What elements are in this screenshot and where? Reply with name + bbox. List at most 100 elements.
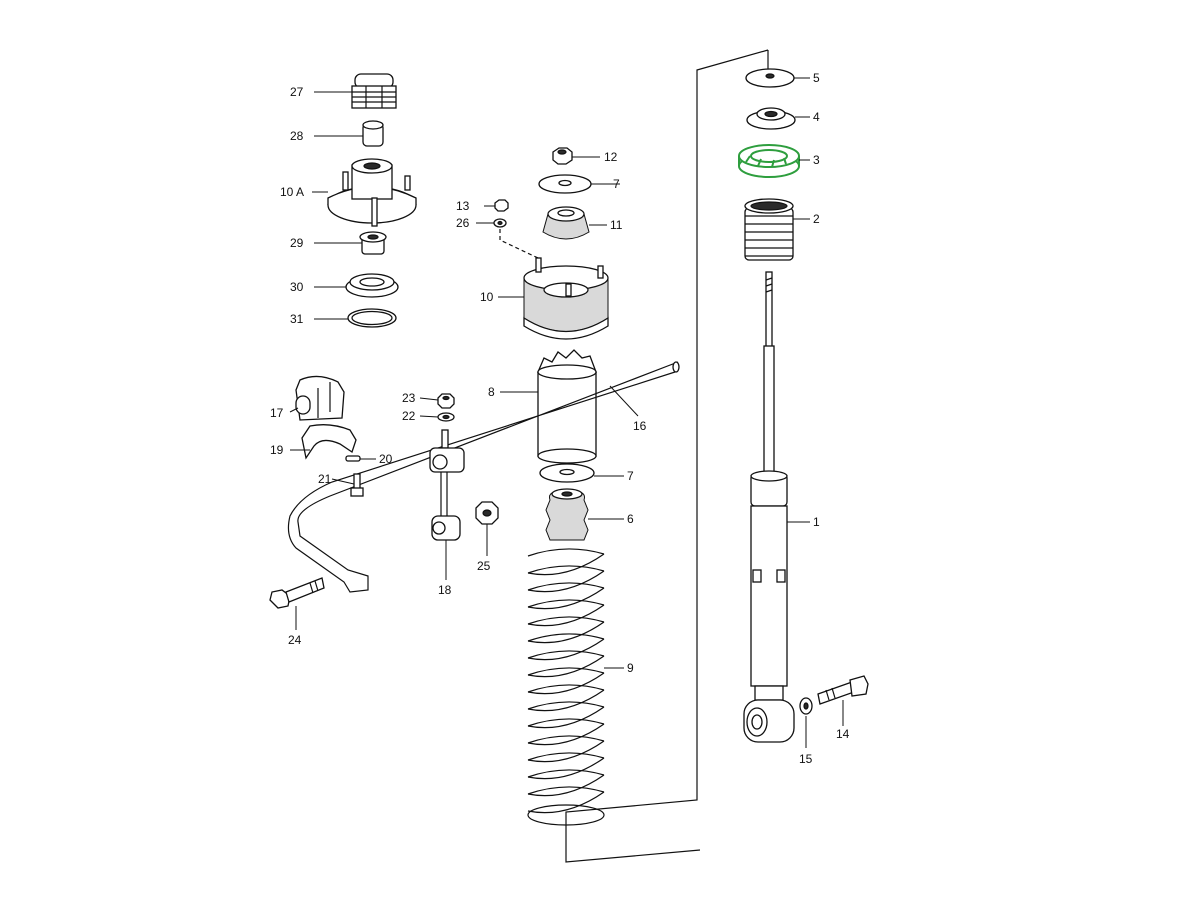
callout-29: 29 bbox=[290, 236, 304, 250]
spring-coil-front bbox=[527, 655, 605, 678]
callout-4: 4 bbox=[813, 110, 820, 124]
callout-31: 31 bbox=[290, 312, 304, 326]
part-8-dust-boot[interactable] bbox=[537, 349, 597, 464]
callout-19: 19 bbox=[270, 443, 284, 457]
spring-coil-back bbox=[527, 633, 605, 642]
spring-coil-back bbox=[527, 599, 605, 608]
spring-coil-back bbox=[527, 650, 605, 659]
spring-coil-back bbox=[527, 684, 605, 693]
part-29-bushing[interactable] bbox=[359, 231, 387, 255]
spring-coil-front bbox=[527, 553, 605, 576]
callout-27: 27 bbox=[290, 85, 304, 99]
callout-8: 8 bbox=[488, 385, 495, 399]
callout-24: 24 bbox=[288, 633, 302, 647]
part-4-cup-washer[interactable] bbox=[746, 107, 796, 130]
part-22-washer[interactable] bbox=[437, 412, 455, 422]
callout-15: 15 bbox=[799, 752, 813, 766]
callout-28: 28 bbox=[290, 129, 304, 143]
callout-5: 5 bbox=[813, 71, 820, 85]
part-7-lower-washer[interactable] bbox=[539, 463, 595, 483]
spring-coil-back bbox=[527, 667, 605, 676]
part-27-cap[interactable] bbox=[351, 73, 397, 109]
part-23-nut[interactable] bbox=[437, 393, 455, 409]
part-31-o-ring[interactable] bbox=[347, 308, 397, 328]
spring-coil-front bbox=[527, 791, 605, 814]
callout-labels: 5 4 3 2 1 14 15 12 7 11 13 26 10 8 16 7 … bbox=[270, 71, 850, 766]
callout-7-lower: 7 bbox=[627, 469, 634, 483]
callout-6: 6 bbox=[627, 512, 634, 526]
part-26-small-washer[interactable] bbox=[493, 218, 507, 228]
part-15-washer[interactable] bbox=[799, 697, 813, 715]
spring-coil-front bbox=[527, 706, 605, 729]
part-20-pin[interactable] bbox=[345, 455, 361, 462]
callout-21: 21 bbox=[318, 472, 332, 486]
spring-coil-back bbox=[527, 701, 605, 710]
callout-10: 10 bbox=[480, 290, 494, 304]
callout-14: 14 bbox=[836, 727, 850, 741]
spring-coil-back bbox=[527, 786, 605, 795]
part-10a-upper-mount[interactable] bbox=[327, 158, 417, 227]
part-6-bump-stop[interactable] bbox=[545, 488, 589, 541]
part-10-strut-mount[interactable] bbox=[523, 257, 609, 340]
part-30-seal[interactable] bbox=[345, 273, 399, 298]
callout-12: 12 bbox=[604, 150, 618, 164]
callout-20: 20 bbox=[379, 452, 393, 466]
callout-1: 1 bbox=[813, 515, 820, 529]
part-16-stabilizer-bar[interactable] bbox=[287, 361, 680, 593]
callout-22: 22 bbox=[402, 409, 416, 423]
callout-10a: 10 A bbox=[280, 185, 304, 199]
spring-coil-back bbox=[527, 565, 605, 574]
part-14-bolt[interactable] bbox=[817, 675, 869, 705]
spring-coil-back bbox=[527, 735, 605, 744]
spring-coil-front bbox=[527, 740, 605, 763]
callout-3: 3 bbox=[813, 153, 820, 167]
part-12-nut[interactable] bbox=[552, 147, 573, 165]
part-13-small-nut[interactable] bbox=[494, 199, 509, 212]
spring-coil-front bbox=[527, 672, 605, 695]
callout-9: 9 bbox=[627, 661, 634, 675]
part-28-sleeve[interactable] bbox=[362, 120, 384, 147]
spring-coil-back bbox=[527, 769, 605, 778]
spring-coil-back bbox=[527, 582, 605, 591]
spring-coil-back bbox=[527, 752, 605, 761]
spring-coil-front bbox=[527, 723, 605, 746]
callout-17: 17 bbox=[270, 406, 284, 420]
part-5-washer[interactable] bbox=[745, 68, 795, 88]
group-bracket bbox=[565, 49, 769, 863]
spring-coil-front bbox=[527, 621, 605, 644]
part-3-ring-nut-highlighted[interactable] bbox=[738, 144, 800, 178]
callout-26: 26 bbox=[456, 216, 470, 230]
spring-coil-back bbox=[527, 718, 605, 727]
part-1-shock-absorber[interactable] bbox=[743, 271, 795, 743]
spring-coil-front bbox=[527, 757, 605, 780]
spring-coil-back bbox=[527, 616, 605, 625]
spring-coil-front bbox=[527, 689, 605, 712]
callout-30: 30 bbox=[290, 280, 304, 294]
spring-coil-back bbox=[527, 548, 605, 557]
spring-bottom-coil bbox=[527, 804, 605, 826]
spring-coil-front bbox=[527, 774, 605, 797]
part-19-bar-clamp[interactable] bbox=[301, 424, 357, 460]
callout-2: 2 bbox=[813, 212, 820, 226]
part-9-coil-spring[interactable] bbox=[527, 548, 605, 826]
part-25-nut[interactable] bbox=[475, 501, 499, 525]
part-21-bolt[interactable] bbox=[350, 473, 364, 497]
part-11-bump-cap[interactable] bbox=[542, 206, 590, 240]
spring-coil-front bbox=[527, 638, 605, 661]
callout-25: 25 bbox=[477, 559, 491, 573]
callout-leaders bbox=[289, 77, 844, 748]
callout-23: 23 bbox=[402, 391, 416, 405]
part-2-bellows[interactable] bbox=[744, 198, 794, 261]
spring-coil-front bbox=[527, 587, 605, 610]
callout-7-upper: 7 bbox=[613, 177, 620, 191]
callout-13: 13 bbox=[456, 199, 470, 213]
callout-11: 11 bbox=[610, 218, 623, 232]
callout-18: 18 bbox=[438, 583, 452, 597]
part-24-bolt[interactable] bbox=[269, 577, 325, 609]
spring-coil-front bbox=[527, 604, 605, 627]
callout-16: 16 bbox=[633, 419, 647, 433]
part-17-bar-bushing[interactable] bbox=[295, 375, 345, 421]
part-7-upper-washer[interactable] bbox=[538, 174, 592, 194]
